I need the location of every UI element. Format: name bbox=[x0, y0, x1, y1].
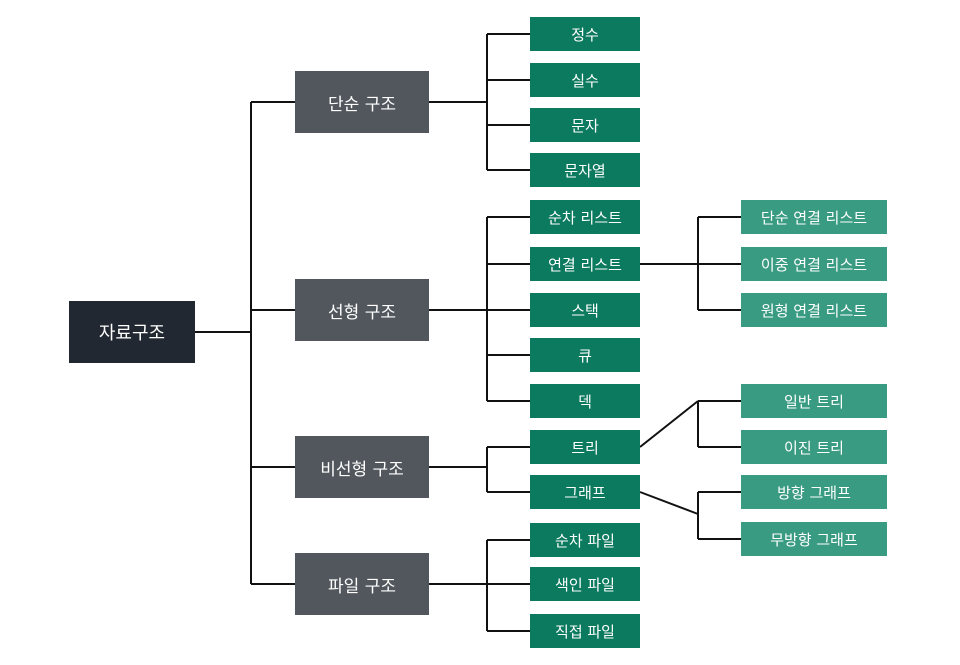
node-nonlinear-structure: 비선형 구조 bbox=[295, 436, 429, 498]
connector-nonlinear bbox=[429, 446, 530, 493]
node-simple-structure: 단순 구조 bbox=[295, 71, 429, 133]
root-node: 자료구조 bbox=[69, 301, 195, 363]
node-indexed-file: 색인 파일 bbox=[530, 567, 640, 601]
node-doubly-linked-list: 이중 연결 리스트 bbox=[741, 247, 887, 281]
node-binary-tree: 이진 트리 bbox=[741, 430, 887, 464]
node-char: 문자 bbox=[530, 108, 640, 142]
node-graph: 그래프 bbox=[530, 475, 640, 509]
node-undirected-graph: 무방향 그래프 bbox=[741, 522, 887, 556]
node-integer: 정수 bbox=[530, 17, 640, 51]
connector-tree bbox=[639, 400, 741, 448]
connector-root-to-categories bbox=[195, 101, 295, 585]
connector-file bbox=[429, 539, 530, 632]
node-directed-graph: 방향 그래프 bbox=[741, 475, 887, 509]
node-real: 실수 bbox=[530, 63, 640, 97]
node-sequential-file: 순차 파일 bbox=[530, 523, 640, 557]
node-deque: 덱 bbox=[530, 384, 640, 418]
node-direct-file: 직접 파일 bbox=[530, 614, 640, 648]
node-singly-linked-list: 단순 연결 리스트 bbox=[741, 200, 887, 234]
node-queue: 큐 bbox=[530, 338, 640, 372]
connector-linear bbox=[429, 216, 530, 402]
node-file-structure: 파일 구조 bbox=[295, 553, 429, 615]
node-general-tree: 일반 트리 bbox=[741, 384, 887, 418]
node-circular-linked-list: 원형 연결 리스트 bbox=[741, 293, 887, 327]
node-linear-structure: 선형 구조 bbox=[295, 279, 429, 341]
node-linked-list: 연결 리스트 bbox=[530, 247, 640, 281]
node-stack: 스택 bbox=[530, 293, 640, 327]
connector-simple bbox=[429, 33, 530, 171]
connector-graph bbox=[639, 491, 741, 540]
connector-linked-list bbox=[640, 216, 741, 311]
node-tree: 트리 bbox=[530, 430, 640, 464]
node-string: 문자열 bbox=[530, 153, 640, 187]
node-sequential-list: 순차 리스트 bbox=[530, 200, 640, 234]
